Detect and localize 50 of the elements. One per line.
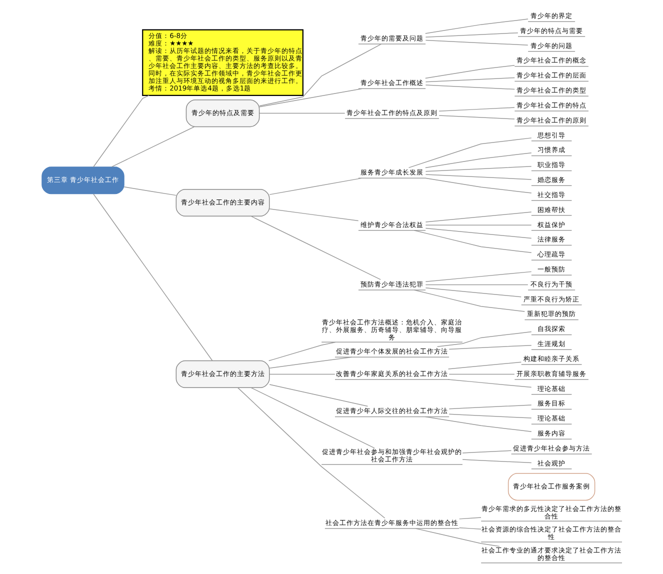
connector: [123, 186, 176, 196]
connector: [438, 115, 514, 120]
connector: [250, 387, 374, 448]
connector: [258, 112, 345, 114]
connector: [424, 271, 532, 282]
connector: [424, 65, 514, 79]
connector: [448, 344, 532, 350]
connector: [424, 228, 532, 239]
connector: [448, 414, 532, 418]
connector: [424, 152, 532, 168]
connector: [236, 387, 385, 518]
connector: [258, 44, 382, 106]
connector: [447, 379, 532, 388]
connector: [458, 517, 481, 520]
connector: [424, 40, 528, 46]
connector: [92, 95, 149, 168]
connector: [413, 230, 532, 254]
connector: [250, 216, 380, 280]
connector: [413, 290, 525, 312]
connector: [408, 138, 532, 168]
connector: [462, 459, 532, 464]
connector: [268, 208, 358, 222]
connector: [268, 178, 362, 195]
connector: [110, 126, 194, 168]
connector: [424, 284, 528, 286]
connector: [424, 224, 532, 226]
connector: [258, 88, 362, 108]
connector: [424, 416, 532, 432]
connector: [438, 107, 514, 112]
connector: [448, 404, 532, 410]
connector: [268, 342, 336, 362]
connector: [424, 174, 532, 180]
connector: [448, 374, 514, 375]
connector: [92, 194, 212, 361]
connector: [268, 374, 335, 375]
connector: [424, 32, 518, 38]
connector: [424, 77, 514, 82]
connector: [424, 288, 521, 298]
connector: [424, 212, 532, 222]
connector: [424, 178, 532, 194]
connector: [424, 166, 532, 172]
connector: [436, 331, 532, 347]
connector: [424, 84, 514, 90]
connector: [268, 356, 352, 368]
connector: [414, 528, 500, 547]
connector: [462, 450, 512, 454]
connector: [447, 362, 522, 370]
connector: [268, 384, 368, 407]
connector: [424, 18, 528, 34]
connector: [458, 527, 481, 530]
